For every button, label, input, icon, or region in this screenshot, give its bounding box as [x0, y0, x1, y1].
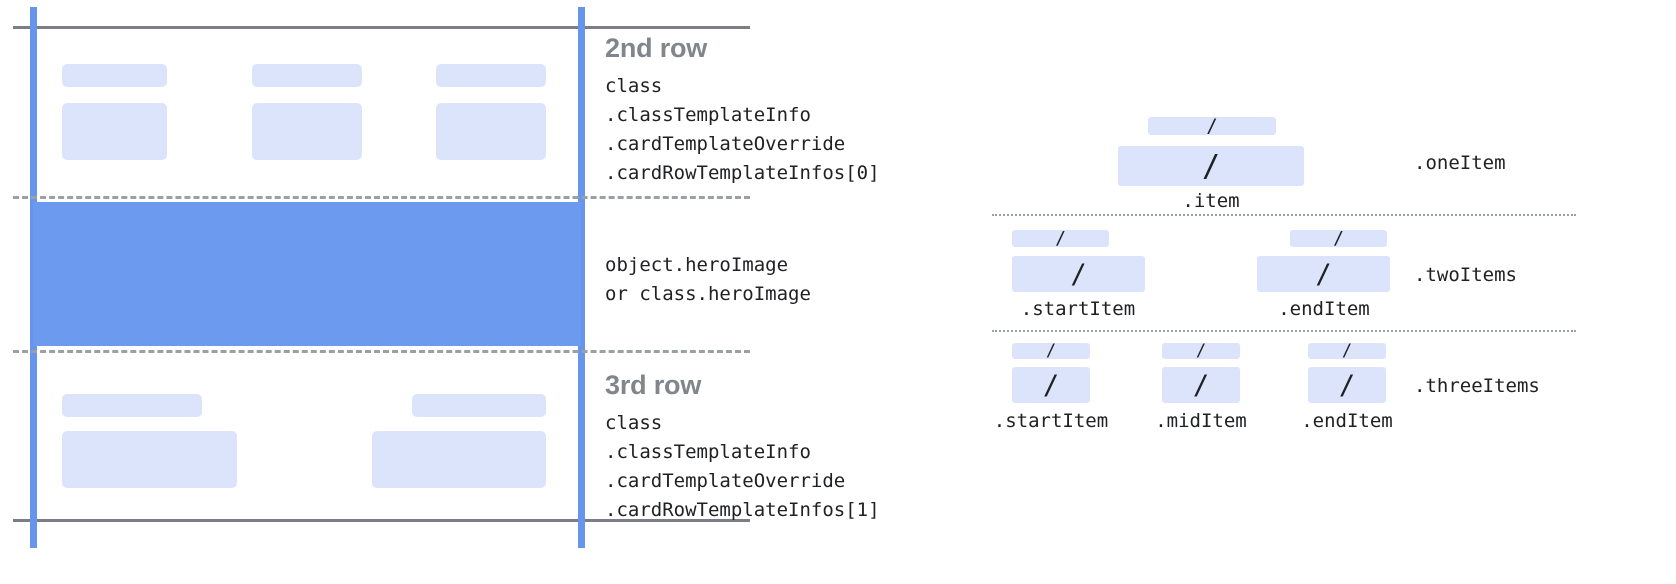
hero-image-band: [33, 202, 581, 346]
item-label-startitem-three: .startItem: [993, 410, 1109, 432]
group-label-oneitem: .oneItem: [1414, 152, 1506, 174]
item-label-enditem-three: .endItem: [1301, 410, 1393, 432]
slash-icon: /: [1333, 230, 1344, 247]
card-top-border: [13, 26, 750, 29]
group-divider-2: [992, 330, 1576, 332]
group-label-twoitems: .twoItems: [1414, 264, 1517, 286]
card-right-edge-marker: [578, 7, 585, 548]
row3-col2-body-placeholder: [372, 431, 546, 488]
one-item-label-slab: /: [1148, 117, 1276, 135]
row3-col1-body-placeholder: [62, 431, 237, 488]
card-bottom-border: [13, 519, 750, 522]
third-row-title: 3rd row: [605, 370, 702, 400]
three-items-end-label-slab: /: [1308, 343, 1386, 359]
row3-col1-label-placeholder: [62, 394, 202, 417]
slash-icon: /: [1338, 369, 1356, 401]
row2-col1-label-placeholder: [62, 64, 167, 87]
one-item-body-slab: /: [1118, 146, 1304, 186]
slash-icon: /: [1042, 369, 1060, 401]
slash-icon: /: [1201, 148, 1221, 184]
slash-icon: /: [1206, 117, 1218, 135]
row2-col3-label-placeholder: [436, 64, 546, 87]
two-items-start-label-slab: /: [1012, 230, 1109, 247]
row2-col3-body-placeholder: [436, 103, 546, 160]
hero-image-code-path: object.heroImage or class.heroImage: [605, 254, 811, 305]
third-row-code-path: class .classTemplateInfo .cardTemplateOv…: [605, 412, 880, 521]
group-divider-1: [992, 214, 1576, 216]
row-divider-bottom: [13, 350, 750, 353]
three-items-start-label-slab: /: [1012, 343, 1090, 359]
two-items-end-body-slab: /: [1257, 256, 1390, 292]
three-items-end-body-slab: /: [1308, 367, 1386, 403]
item-label-enditem-two: .endItem: [1278, 298, 1370, 320]
item-label-item: .item: [1182, 190, 1240, 212]
slash-icon: /: [1192, 369, 1210, 401]
second-row-title: 2nd row: [605, 33, 708, 63]
two-items-start-body-slab: /: [1012, 256, 1145, 292]
row2-col1-body-placeholder: [62, 103, 167, 160]
second-row-code-path: class .classTemplateInfo .cardTemplateOv…: [605, 75, 880, 184]
group-label-threeitems: .threeItems: [1414, 375, 1540, 397]
card-template-diagram: [0, 0, 750, 584]
item-label-miditem-three: .midItem: [1155, 410, 1247, 432]
slash-icon: /: [1315, 258, 1332, 290]
three-items-mid-body-slab: /: [1162, 367, 1240, 403]
slash-icon: /: [1045, 343, 1057, 359]
three-items-start-body-slab: /: [1012, 367, 1090, 403]
three-items-mid-label-slab: /: [1162, 343, 1240, 359]
row2-col2-label-placeholder: [252, 64, 362, 87]
two-items-end-label-slab: /: [1290, 230, 1387, 247]
row-divider-top: [13, 196, 750, 199]
slash-icon: /: [1341, 343, 1353, 359]
slash-icon: /: [1070, 258, 1087, 290]
row3-col2-label-placeholder: [412, 394, 546, 417]
row2-col2-body-placeholder: [252, 103, 362, 160]
slash-icon: /: [1055, 230, 1066, 247]
item-label-startitem-two: .startItem: [1020, 298, 1136, 320]
row-item-layout-diagram: / / .item .oneItem / / .startItem / / .e…: [950, 0, 1676, 584]
slash-icon: /: [1195, 343, 1207, 359]
